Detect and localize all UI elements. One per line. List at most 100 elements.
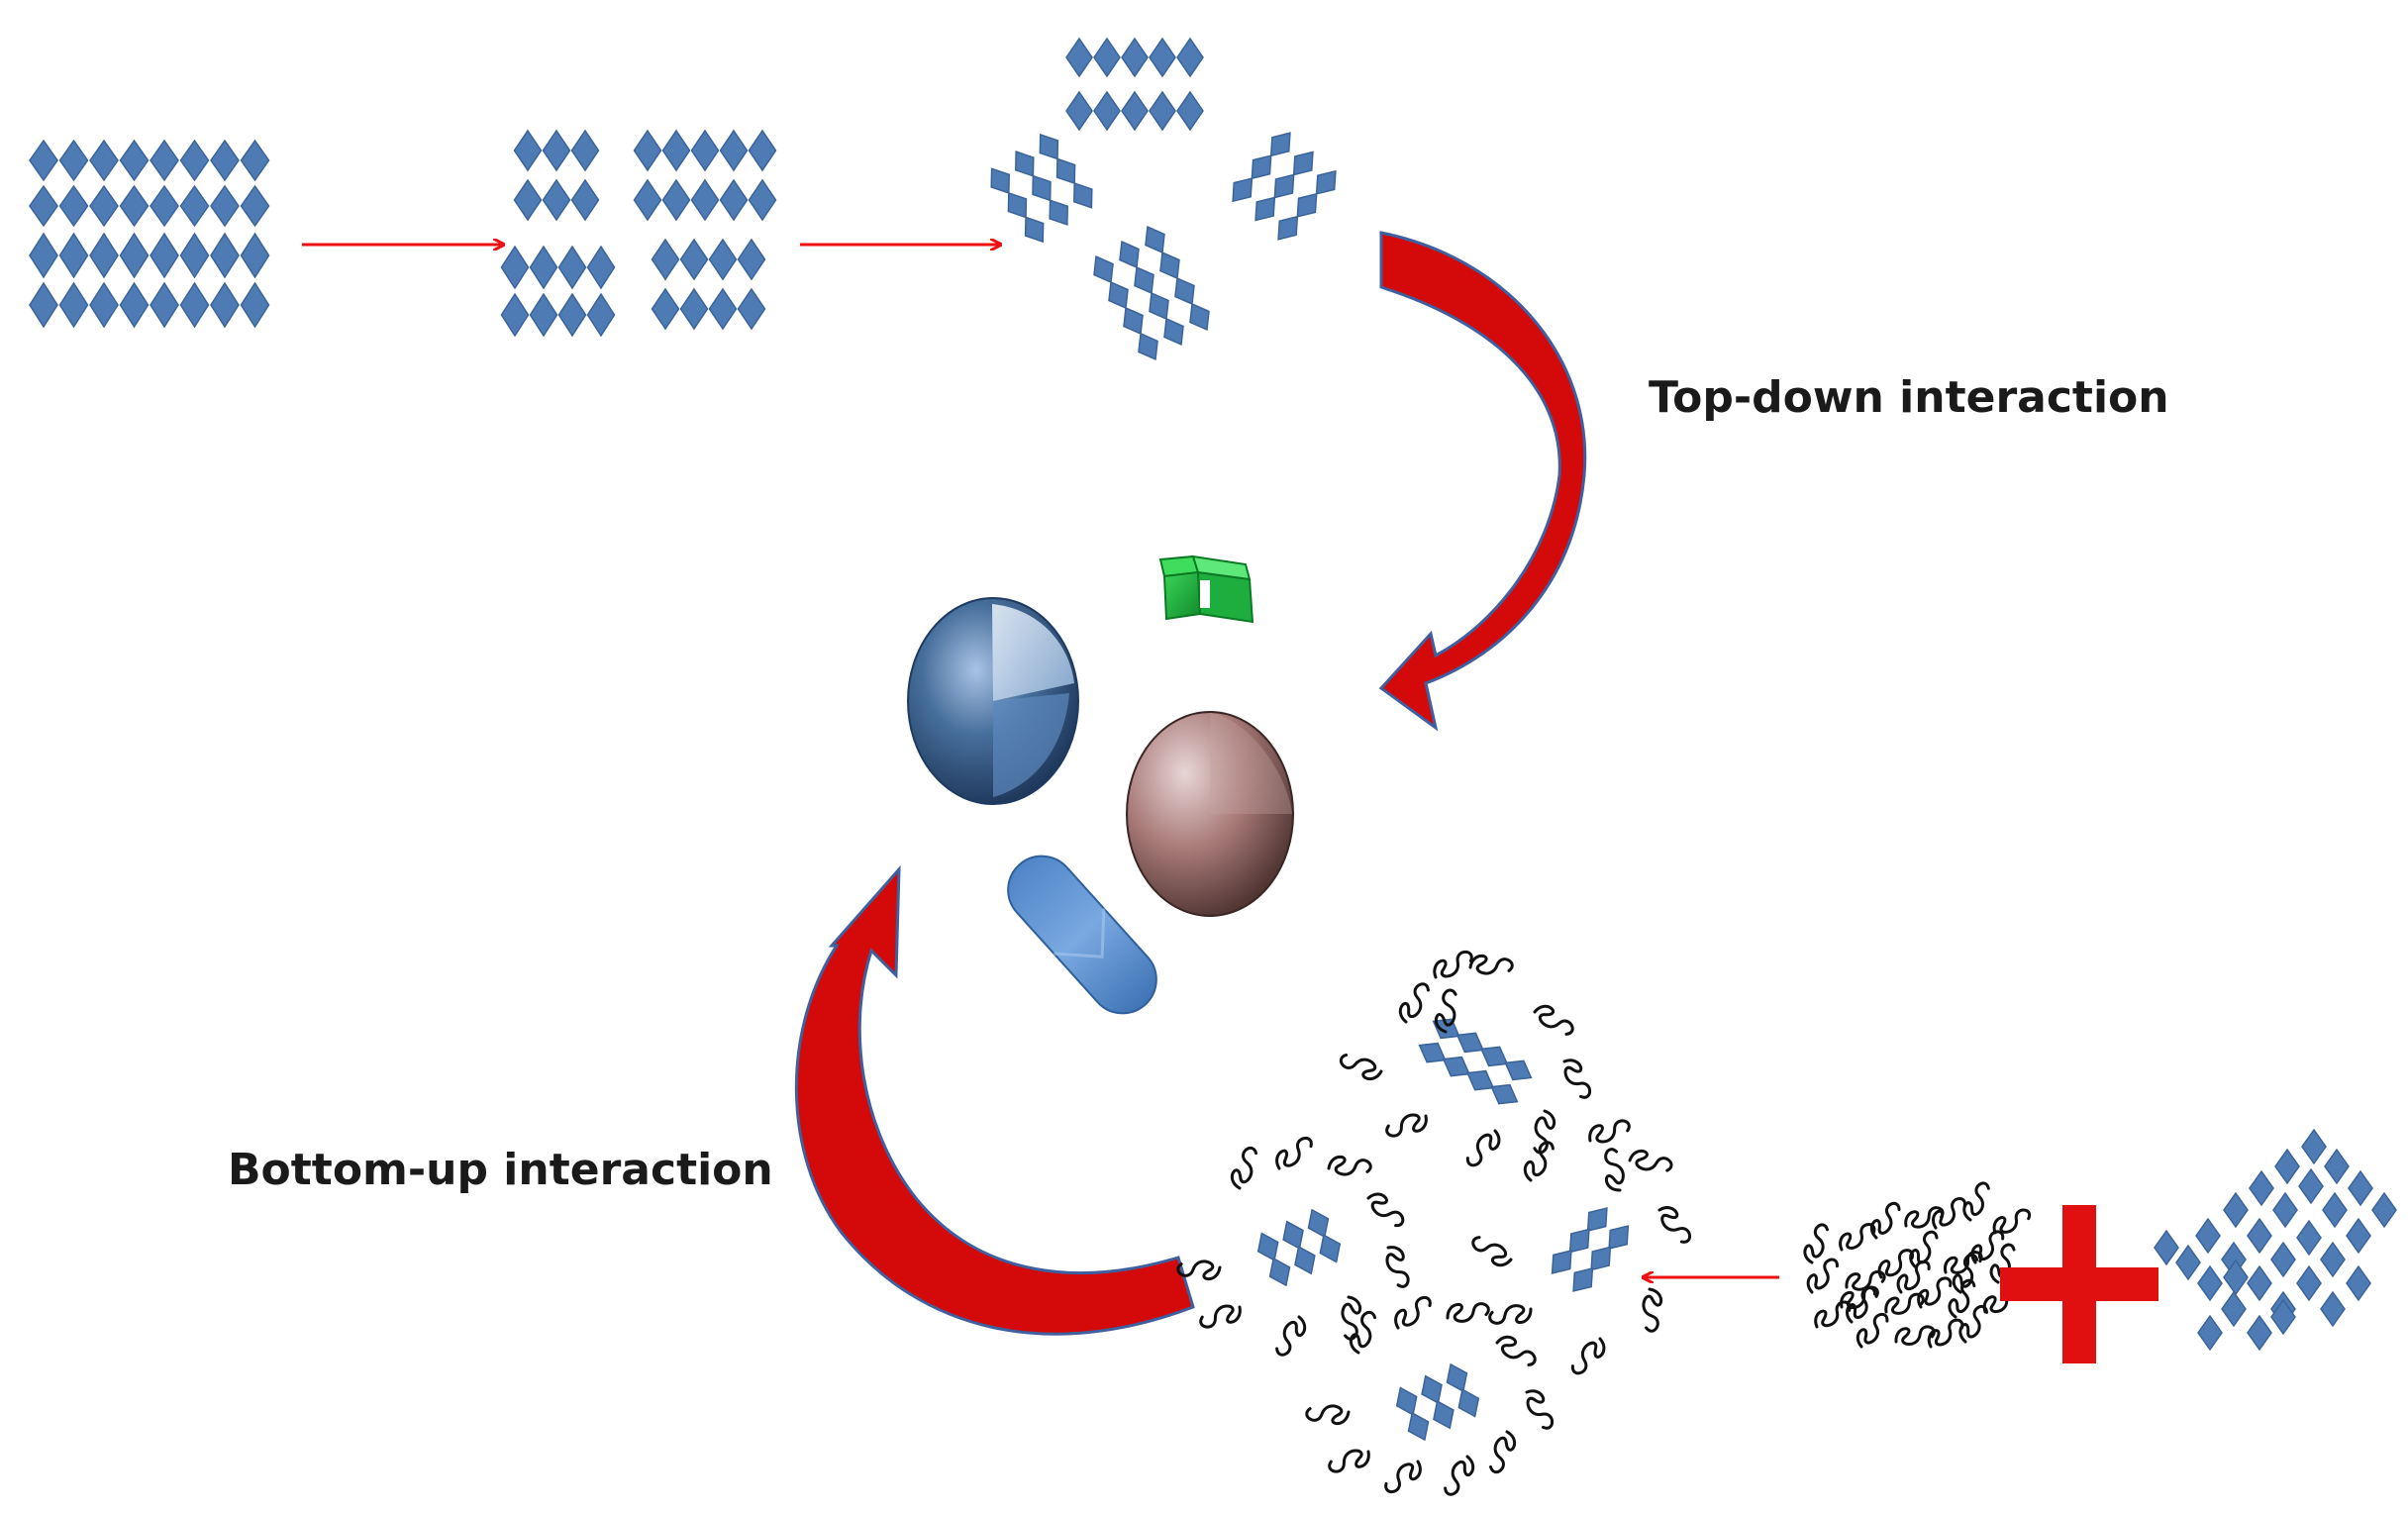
diamond-unit — [1254, 196, 1276, 222]
squiggle-ligand-icon — [1642, 1287, 1663, 1333]
diamond-unit — [1551, 1249, 1572, 1274]
diamond-unit — [1407, 1411, 1430, 1442]
diamond-unit — [529, 245, 558, 290]
squiggle-ligand-icon — [1806, 1258, 1839, 1294]
squiggle-ligand-icon — [1952, 1253, 1979, 1294]
squiggle-ligand-icon — [1533, 1004, 1574, 1036]
squiggle-ligand-icon — [1970, 1230, 2005, 1264]
diamond-unit — [179, 139, 210, 182]
diamond-unit — [2322, 1191, 2348, 1229]
diamond-unit — [150, 184, 179, 228]
diamond-unit — [119, 184, 150, 228]
diamond-unit — [679, 238, 709, 281]
diamond-unit — [119, 281, 150, 329]
diamond-unit — [2324, 1148, 2350, 1185]
diamond-unit — [58, 139, 89, 182]
squiggle-ligand-icon — [1366, 1192, 1405, 1228]
diamond-unit — [1093, 37, 1121, 78]
diamond-unit — [633, 178, 662, 222]
diamond-unit — [1457, 1388, 1480, 1418]
diamond-unit — [89, 184, 119, 228]
diamond-unit — [1433, 1399, 1455, 1430]
diamond-unit — [500, 292, 530, 338]
diamond-unit — [748, 178, 777, 222]
diamond-unit — [1572, 1266, 1594, 1292]
diamond-unit — [2247, 1217, 2272, 1255]
diamond-cluster — [1232, 132, 1337, 241]
diamond-unit — [1268, 1257, 1291, 1287]
diamond-unit — [513, 129, 543, 172]
diamond-unit — [2247, 1314, 2272, 1352]
virus-green-capsid — [1158, 555, 1254, 624]
diamond-unit — [1176, 90, 1204, 132]
ligand-pile — [1803, 1181, 2032, 1349]
squiggle-ligand-icon — [1948, 1278, 1976, 1319]
diamond-unit — [58, 184, 89, 228]
diamond-unit — [1176, 37, 1204, 78]
diamond-unit — [708, 238, 738, 281]
diamond-unit — [1319, 1234, 1342, 1263]
squiggle-ligand-icon — [1877, 1249, 1914, 1279]
diamond-unit — [2270, 1298, 2296, 1336]
capped-diamond-cluster — [1418, 1018, 1533, 1105]
diamond-unit — [89, 281, 119, 329]
squiggle-ligand-icon — [1471, 1236, 1513, 1267]
diamond-unit — [119, 139, 150, 182]
squiggle-ligand-icon — [1523, 1141, 1555, 1182]
diamond-unit — [1232, 177, 1254, 203]
diamond-unit — [1149, 291, 1169, 321]
diamond-unit — [557, 292, 587, 338]
diamond-unit — [2223, 1259, 2249, 1296]
diamond-unit — [2298, 1167, 2324, 1205]
diamond-unit — [119, 232, 150, 279]
diamond-unit — [2296, 1219, 2322, 1257]
diamond-unit — [2197, 1314, 2223, 1352]
diamond-unit — [240, 281, 270, 329]
diamond-unit — [89, 232, 119, 279]
capped-diamond-cluster — [1395, 1362, 1480, 1442]
diamond-unit — [1174, 276, 1195, 306]
squiggle-ligand-icon — [1275, 1315, 1307, 1357]
squiggle-ligand-icon — [1488, 1304, 1533, 1325]
diamond-unit — [29, 232, 58, 279]
diamond-unit — [1159, 251, 1180, 280]
squiggle-ligand-icon — [1657, 1206, 1691, 1244]
diamond-unit — [29, 139, 58, 182]
diamond-unit — [150, 139, 179, 182]
diamond-unit — [1121, 90, 1149, 132]
diamond-unit — [1119, 240, 1140, 269]
squiggle-ligand-icon — [1444, 1455, 1475, 1496]
diamond-unit — [29, 281, 58, 329]
squiggle-ligand-icon — [1349, 1310, 1377, 1355]
diamond-unit — [586, 245, 616, 290]
diamond-unit — [1149, 90, 1176, 132]
capped-nanoclusters — [1176, 950, 1691, 1496]
diamond-unit — [2175, 1244, 2201, 1281]
diamond-unit — [690, 178, 720, 222]
diamond-unit — [737, 287, 766, 331]
diamond-unit — [661, 178, 691, 222]
diamond-unit — [2346, 1264, 2371, 1302]
diamond-unit — [210, 281, 240, 329]
squiggle-ligand-icon — [1803, 1223, 1829, 1264]
squiggle-ligand-icon — [1434, 988, 1457, 1034]
diamond-unit — [150, 232, 179, 279]
squiggle-ligand-icon — [1869, 1201, 1901, 1240]
squiggle-ligand-icon — [1839, 1223, 1876, 1252]
diamond-unit — [1277, 215, 1299, 241]
diamond-unit — [1149, 37, 1176, 78]
diamond-unit — [1073, 182, 1093, 209]
diamond-unit — [179, 184, 210, 228]
squiggle-ligand-icon — [1814, 1300, 1852, 1329]
squiggle-ligand-icon — [1588, 1119, 1631, 1144]
diamond-unit — [1446, 1362, 1468, 1393]
diamond-unit — [570, 178, 600, 222]
squiggle-ligand-icon — [1176, 1260, 1222, 1281]
top-down-curved-arrow — [1378, 231, 1587, 732]
plus-icon — [2000, 1205, 2158, 1363]
squiggle-ligand-icon — [1856, 1312, 1889, 1349]
squiggle-ligand-icon — [1932, 1197, 1966, 1230]
diamond-unit — [1093, 90, 1121, 132]
squiggle-ligand-icon — [1958, 1305, 1989, 1344]
